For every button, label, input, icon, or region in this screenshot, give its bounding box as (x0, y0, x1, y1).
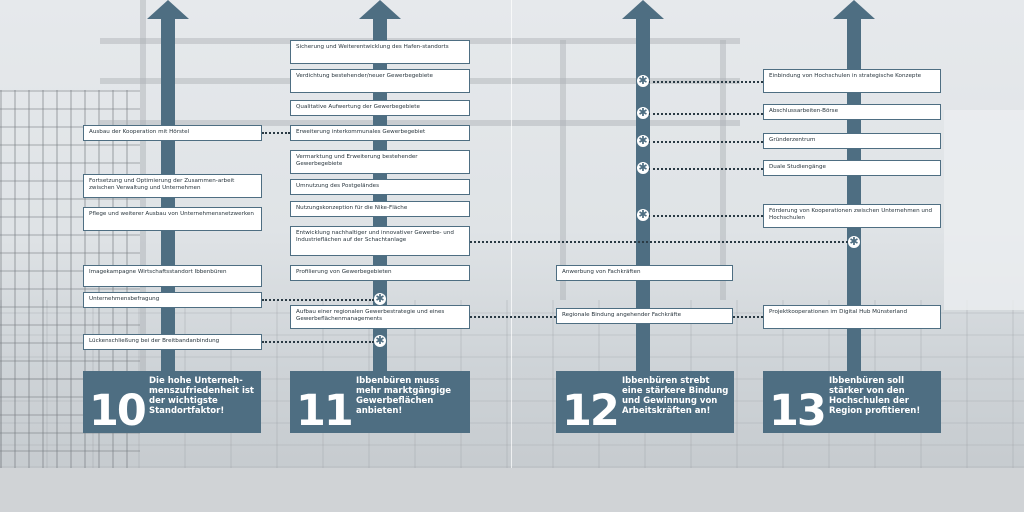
goal-number: 10 (89, 386, 147, 433)
measure-box: Fortsetzung und Optimierung der Zusammen… (83, 174, 262, 198)
measure-box: Erweiterung interkommunales Gewerbegebie… (290, 125, 470, 141)
connector (648, 141, 763, 143)
connector (262, 299, 374, 301)
arrow-11-head (359, 0, 401, 19)
measure-box: Entwicklung nachhaltiger und innovativer… (290, 226, 470, 256)
measure-box: Projektkooperationen im Digital Hub Müns… (763, 305, 941, 329)
connector (470, 241, 852, 243)
measure-box: Anwerbung von Fachkräften (556, 265, 733, 281)
goal-number: 11 (296, 386, 354, 433)
background-post (560, 40, 566, 300)
star-marker-icon: ✱ (637, 134, 649, 147)
goal-statement: Ibbenbüren muss mehr marktgängige Gewerb… (356, 376, 452, 416)
measure-box: Sicherung und Weiterentwicklung des Hafe… (290, 40, 470, 64)
goal-statement: Ibbenbüren strebt eine stärkere Bindung … (622, 376, 729, 416)
measure-box: Regionale Bindung angehender Fachkräfte (556, 308, 733, 324)
star-marker-icon: ✱ (374, 334, 386, 347)
star-marker-icon: ✱ (637, 208, 649, 221)
measure-box: Abschlussarbeiten-Börse (763, 104, 941, 120)
background-beam (100, 120, 740, 126)
goal-panel-12: 12 Ibbenbüren strebt eine stärkere Bindu… (556, 371, 734, 433)
connector (648, 168, 763, 170)
connector (470, 316, 556, 318)
connector (648, 215, 763, 217)
star-marker-icon: ✱ (637, 74, 649, 87)
star-marker-icon: ✱ (374, 292, 386, 305)
background-building (944, 110, 1024, 310)
goal-panel-11: 11 Ibbenbüren muss mehr marktgängige Gew… (290, 371, 470, 433)
goal-number: 13 (769, 386, 827, 433)
arrow-13-head (833, 0, 875, 19)
measure-box: Ausbau der Kooperation mit Hörstel (83, 125, 262, 141)
measure-box: Gründerzentrum (763, 133, 941, 149)
measure-box: Förderung von Kooperationen zwischen Unt… (763, 204, 941, 228)
page-fold (511, 0, 512, 468)
connector (648, 113, 763, 115)
measure-box: Qualitative Aufwertung der Gewerbegebiet… (290, 100, 470, 116)
measure-box: Einbindung von Hochschulen in strategisc… (763, 69, 941, 93)
measure-box: Verdichtung bestehender/neuer Gewerbegeb… (290, 69, 470, 93)
measure-box: Aufbau einer regionalen Gewerbestrategie… (290, 305, 470, 329)
footer-band (0, 468, 1024, 512)
goal-statement: Ibbenbüren soll stärker von den Hochschu… (829, 376, 921, 416)
goal-panel-10: 10 Die hohe Unterneh-menszufriedenheit i… (83, 371, 261, 433)
measure-box: Nutzungskonzeption für die Nike-Fläche (290, 201, 470, 217)
connector (648, 81, 763, 83)
measure-box: Vermarktung und Erweiterung bestehender … (290, 150, 470, 174)
measure-box: Unternehmensbefragung (83, 292, 262, 308)
arrow-10-head (147, 0, 189, 19)
measure-box: Profilierung von Gewerbegebieten (290, 265, 470, 281)
connector (733, 316, 763, 318)
measure-box: Umnutzung des Postgeländes (290, 179, 470, 195)
connector (262, 341, 374, 343)
star-marker-icon: ✱ (637, 106, 649, 119)
star-marker-icon: ✱ (848, 235, 860, 248)
goal-number: 12 (562, 386, 620, 433)
measure-box: Duale Studiengänge (763, 160, 941, 176)
connector (262, 132, 290, 134)
star-marker-icon: ✱ (637, 161, 649, 174)
background-post (720, 40, 726, 300)
goal-statement: Die hohe Unterneh-menszufriedenheit ist … (149, 376, 254, 416)
arrow-12-head (622, 0, 664, 19)
measure-box: Pflege und weiterer Ausbau von Unternehm… (83, 207, 262, 231)
goal-panel-13: 13 Ibbenbüren soll stärker von den Hochs… (763, 371, 941, 433)
measure-box: Lückenschließung bei der Breitbandanbind… (83, 334, 262, 350)
measure-box: Imagekampagne Wirtschaftsstandort Ibbenb… (83, 265, 262, 287)
